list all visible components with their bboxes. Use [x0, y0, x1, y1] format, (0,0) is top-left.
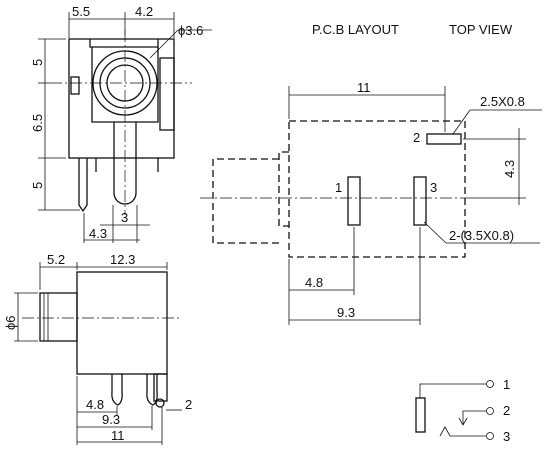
front-left-pin [78, 158, 88, 213]
leader-line [149, 29, 179, 59]
pad-2 [426, 133, 462, 145]
pad-3-label: 3 [430, 180, 437, 195]
leader-line [452, 109, 471, 135]
schematic: 1 2 3 [415, 377, 510, 444]
dim-5-bottom: 5 [30, 182, 45, 189]
pad-2-label: 2 [413, 130, 420, 145]
dim-9-3: 9.3 [102, 412, 120, 427]
pcb-step [278, 151, 289, 227]
schematic-wire-3 [439, 426, 486, 437]
dim-11: 11 [111, 428, 125, 443]
dim-5-2: 5.2 [47, 252, 65, 267]
schematic-pin-3: 3 [503, 429, 510, 444]
pcb-layout-title: P.C.B LAYOUT [312, 22, 399, 37]
dim-6-5: 6.5 [30, 114, 45, 132]
front-right-rail [159, 57, 175, 131]
dim-phi-6: ϕ6 [3, 315, 18, 330]
dim-4-3: 4.3 [89, 226, 107, 241]
side-view: 5.2 12.3 ϕ6 4.8 9.3 11 2 [3, 252, 192, 445]
dim-2: 2 [185, 397, 192, 412]
front-view: 5.5 4.2 ϕ3.6 5 6.5 5 3 4.3 [30, 4, 212, 243]
pcb-dim-11: 11 [357, 80, 371, 95]
terminal-1 [486, 380, 494, 388]
schematic-sleeve [415, 397, 426, 433]
schematic-pin-2: 2 [503, 403, 510, 418]
terminal-3 [486, 432, 494, 440]
dim-12-3: 12.3 [110, 252, 135, 267]
dim-4-8: 4.8 [86, 397, 104, 412]
front-side-tab [70, 76, 80, 95]
schematic-pin-1: 1 [503, 377, 510, 392]
pcb-dim-4-3: 4.3 [502, 160, 517, 178]
pad-1-label: 1 [335, 180, 342, 195]
pad-3 [413, 176, 427, 226]
dim-5-top: 5 [30, 59, 45, 66]
side-leg-2 [146, 374, 158, 406]
leader-line [423, 221, 447, 244]
pcb-layout: P.C.B LAYOUT TOP VIEW 1 3 2 11 2.5X0.8 4… [200, 22, 542, 325]
dim-4-2: 4.2 [135, 4, 153, 19]
pcb-dim-pad2-size: 2.5X0.8 [480, 94, 525, 109]
pcb-body-outline [288, 120, 466, 258]
side-body-outline [76, 271, 168, 375]
side-leg-3 [153, 373, 168, 402]
schematic-wire-2 [462, 410, 486, 424]
side-barrel [39, 292, 78, 342]
pcb-barrel-outline [212, 158, 279, 244]
front-top-notch [89, 39, 159, 48]
side-leg-1 [111, 374, 123, 406]
schematic-wire-1 [419, 383, 486, 398]
pad-1 [347, 176, 361, 226]
top-view-title: TOP VIEW [449, 22, 513, 37]
pcb-dim-pads-size: 2-(3.5X0.8) [449, 228, 514, 243]
pcb-dim-9-3: 9.3 [337, 305, 355, 320]
terminal-2 [486, 407, 494, 415]
schematic-switch-arrow [458, 417, 468, 426]
dim-phi-3-6: ϕ3.6 [178, 23, 203, 38]
dim-5-5: 5.5 [72, 4, 90, 19]
side-leg-tip [155, 398, 165, 408]
pcb-dim-4-8: 4.8 [305, 275, 323, 290]
dim-3: 3 [121, 210, 128, 225]
front-center-pin [113, 122, 137, 205]
